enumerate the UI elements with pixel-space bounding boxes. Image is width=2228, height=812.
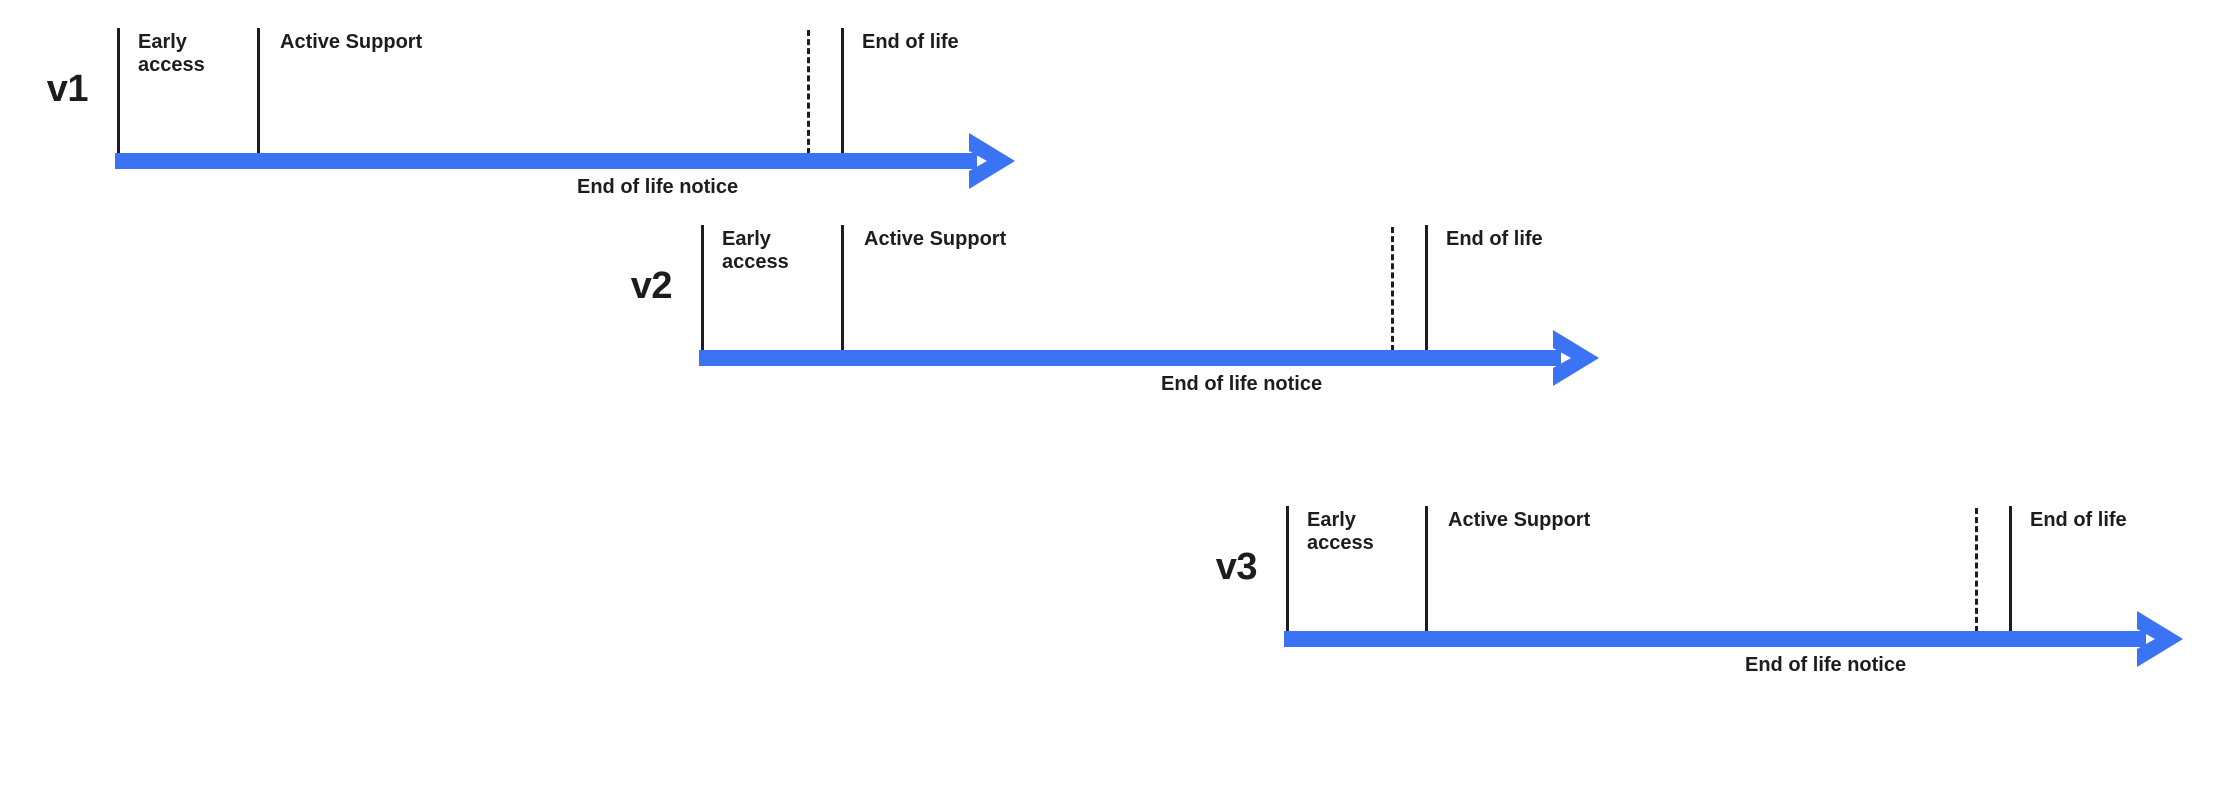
phase-label-end-of-life-v2: End of life [1446,228,1543,250]
timeline-arrow-head-v2 [1547,328,1603,388]
phase-label-early-access-v2: Early access [722,228,789,273]
phase-divider-early-access-start-v2 [701,225,704,351]
phase-label-early-access-v3: Early access [1307,509,1374,554]
phase-divider-active-support-start-v2 [841,225,844,351]
phase-label-active-support-v2: Active Support [864,228,1007,250]
phase-divider-active-support-start-v3 [1425,506,1428,632]
version-label-v3: v3 [1215,546,1258,588]
end-of-life-notice-marker-v3 [1975,508,1978,632]
version-label-v2: v2 [630,265,673,307]
phase-divider-end-of-life-start-v3 [2009,506,2012,632]
end-of-life-notice-marker-v2 [1391,227,1394,351]
phase-label-end-of-life-v1: End of life [862,31,959,53]
version-label-v1: v1 [46,68,89,110]
phase-label-active-support-v3: Active Support [1448,509,1591,531]
end-of-life-notice-marker-v1 [807,30,810,154]
end-of-life-notice-label-v1: End of life notice [577,176,739,198]
phase-divider-active-support-start-v1 [257,28,260,154]
end-of-life-notice-label-v3: End of life notice [1745,654,1907,676]
phase-label-end-of-life-v3: End of life [2030,509,2127,531]
timeline-bar-v3 [1284,631,2146,647]
timeline-arrow-head-v3 [2131,609,2187,669]
end-of-life-notice-label-v2: End of life notice [1161,373,1323,395]
phase-divider-early-access-start-v1 [117,28,120,154]
phase-divider-end-of-life-start-v1 [841,28,844,154]
phase-divider-early-access-start-v3 [1286,506,1289,632]
timeline-bar-v1 [115,153,977,169]
phase-label-active-support-v1: Active Support [280,31,423,53]
phase-label-early-access-v1: Early access [138,31,205,76]
timeline-arrow-head-v1 [963,131,1019,191]
timeline-bar-v2 [699,350,1561,366]
phase-divider-end-of-life-start-v2 [1425,225,1428,351]
